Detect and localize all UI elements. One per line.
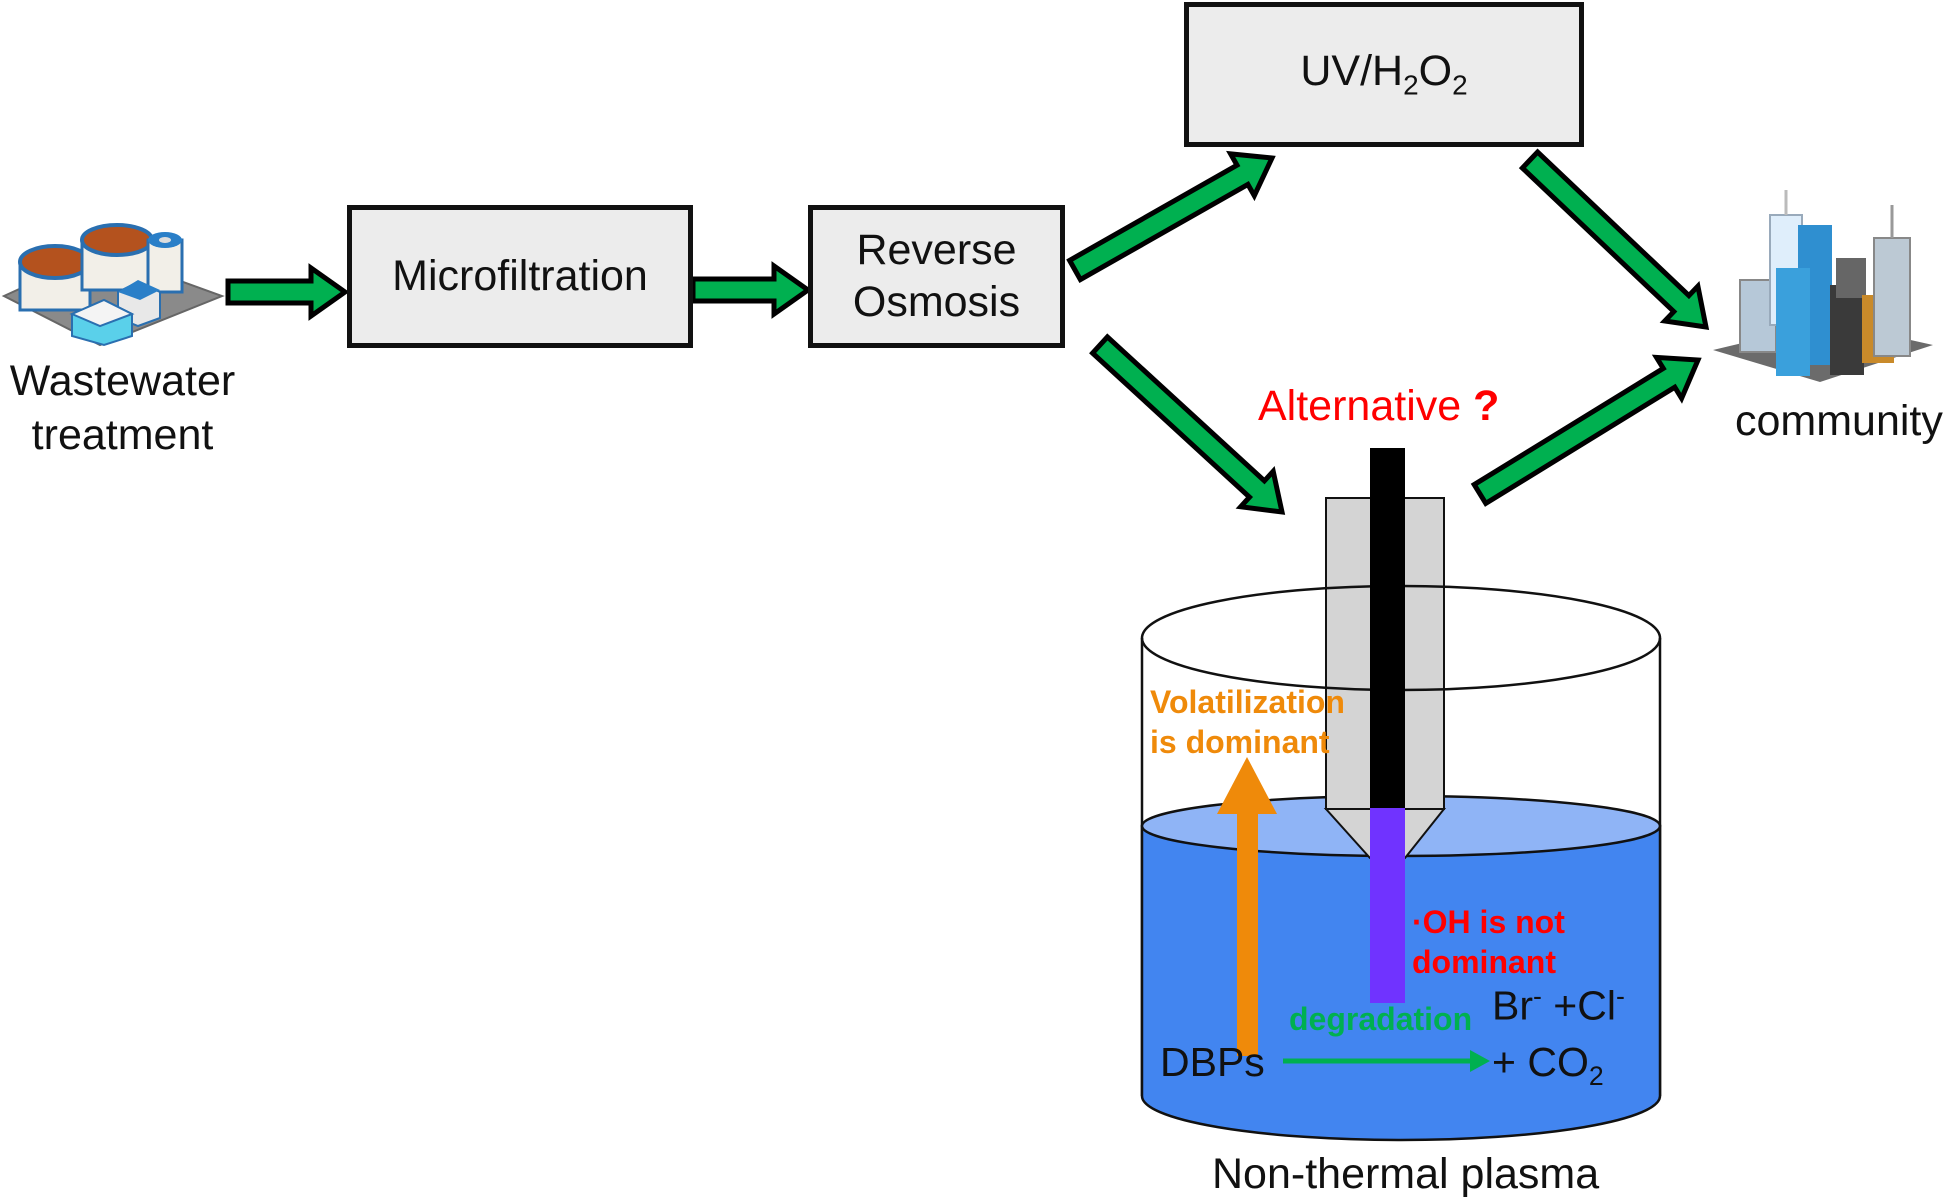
microfiltration-label: Microfiltration [392, 251, 648, 300]
arrow-wastewater-to-microfiltration [225, 263, 350, 321]
oh-line1: ·OH is not [1412, 904, 1565, 940]
alternative-label: Alternative ? [1258, 382, 1500, 430]
electrode-rod [1370, 448, 1405, 808]
degradation-label: degradation [1289, 1001, 1473, 1037]
wastewater-line1: Wastewater [9, 357, 236, 405]
arrow-ro-to-uv [1066, 150, 1276, 284]
question-mark: ? [1473, 382, 1500, 430]
reverse-osmosis-box: Reverse Osmosis [808, 205, 1065, 348]
wastewater-plant-icon [1, 223, 225, 347]
community-label: community [1735, 397, 1943, 445]
arrow-uv-to-community [1518, 148, 1710, 330]
uv-h2o2-label: UV/H2O2 [1300, 47, 1468, 102]
city-buildings-icon [1713, 190, 1933, 382]
wastewater-label: Wastewater treatment [0, 355, 245, 463]
degradation-arrow-head [1470, 1050, 1490, 1072]
oh-line2: dominant [1412, 944, 1556, 980]
plasma-discharge [1370, 808, 1405, 1003]
oh-label: ·OH is not dominant [1412, 902, 1565, 982]
reverse-osmosis-line2: Osmosis [852, 277, 1021, 326]
products-line2: + CO2 [1492, 1039, 1604, 1092]
plasma-reactor [1140, 448, 1662, 1142]
volatilization-arrow-shaft [1237, 812, 1258, 1056]
flow-arrows [225, 148, 1710, 515]
volatilization-line2: is dominant [1150, 724, 1330, 760]
reverse-osmosis-line1: Reverse [856, 225, 1017, 274]
arrow-ro-to-plasma [1089, 333, 1286, 515]
products-line1: Br- +Cl- [1492, 981, 1625, 1029]
plasma-label: Non-thermal plasma [1212, 1150, 1600, 1198]
volatilization-arrow-head [1217, 757, 1277, 814]
volatilization-line1: Volatilization [1150, 684, 1345, 720]
volatilization-label: Volatilization is dominant [1150, 682, 1345, 762]
arrow-plasma-to-community [1470, 354, 1702, 507]
uv-h2o2-box: UV/H2O2 [1184, 2, 1584, 147]
microfiltration-box: Microfiltration [347, 205, 693, 348]
wastewater-line2: treatment [31, 410, 214, 459]
dbps-label: DBPs [1160, 1039, 1265, 1085]
arrow-microfiltration-to-ro [690, 261, 813, 319]
